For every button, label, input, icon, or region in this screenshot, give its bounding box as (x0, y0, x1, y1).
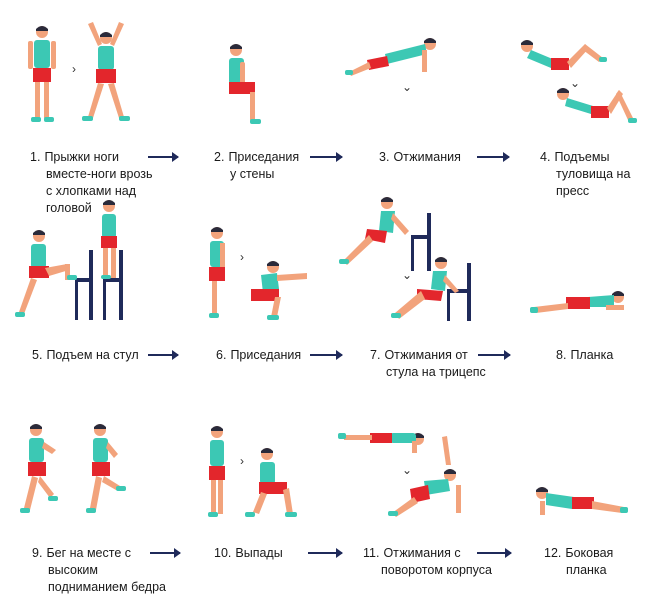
figure-stepping (15, 230, 77, 317)
crunch-up (521, 40, 607, 70)
exercise-11-label: 11.Отжимания с поворотом корпуса (363, 546, 492, 577)
flow-arrow (150, 548, 181, 558)
figure-standing (209, 227, 225, 318)
crunch-down (557, 88, 637, 123)
exercise-10-label: 10.Выпады (214, 546, 283, 560)
figure-jumping (82, 22, 130, 121)
exercise-4-label: 4.Подъемы туловища на пресс (540, 150, 631, 198)
high-knees-illustration (20, 424, 126, 513)
triceps-dip-illustration (339, 197, 471, 321)
figure-standing (208, 426, 225, 517)
exercise-7-label: 7.Отжимания от стула на трицепс (370, 348, 486, 379)
jumping-jack-illustration (28, 22, 130, 122)
figure-b (86, 424, 126, 513)
dip-high (339, 197, 409, 265)
figure-on-chair (101, 200, 117, 279)
flow-arrow (477, 152, 510, 162)
figure-squatting (251, 261, 307, 320)
flow-arrow (478, 350, 511, 360)
vertical-separator: ⌄ (402, 80, 413, 94)
figure-a (20, 424, 58, 513)
crunch-illustration (521, 40, 637, 123)
step-separator: › (72, 62, 76, 76)
figure-standing (28, 26, 56, 122)
vertical-separator: ⌄ (402, 463, 413, 477)
chair-icon (447, 263, 471, 321)
exercise-12-label: 12.Боковая планка (544, 546, 614, 577)
squat-illustration (209, 227, 307, 320)
side-rotation (388, 436, 461, 517)
exercise-2-label: 2.Приседания у стены (214, 150, 300, 181)
push-up-illustration (345, 38, 436, 76)
figure-lunging (245, 448, 297, 517)
vertical-separator: ⌄ (570, 76, 581, 90)
plank-illustration (530, 291, 624, 313)
flow-arrow (308, 548, 343, 558)
exercise-9-label: 9.Бег на месте с высоким подниманием бед… (32, 546, 166, 594)
flow-arrow (310, 152, 343, 162)
flow-arrow (310, 350, 343, 360)
vertical-separator: ⌄ (402, 268, 413, 282)
step-separator: › (240, 250, 244, 264)
pushup-high (345, 38, 436, 76)
exercise-5-label: 5.Подъем на стул (32, 348, 139, 362)
lunge-illustration (208, 426, 297, 517)
dip-low (391, 257, 459, 319)
pushup-position (338, 433, 424, 453)
exercise-6-label: 6.Приседания (216, 348, 302, 362)
exercise-8-label: 8.Планка (556, 348, 614, 362)
step-separator: › (240, 454, 244, 468)
chair-icon (75, 250, 93, 320)
chair-icon (103, 250, 123, 320)
side-plank-illustration (536, 487, 628, 515)
flow-arrow (477, 548, 512, 558)
wall-sit-illustration (229, 44, 261, 124)
flow-arrow (148, 350, 179, 360)
rotation-push-up-illustration (338, 433, 461, 517)
step-up-illustration (15, 200, 123, 320)
chair-icon (411, 213, 431, 271)
exercise-1-label: 1.Прыжки ноги вместе-ноги врозь с хлопка… (30, 150, 153, 215)
flow-arrow (148, 152, 179, 162)
exercise-3-label: 3.Отжимания (379, 150, 461, 164)
